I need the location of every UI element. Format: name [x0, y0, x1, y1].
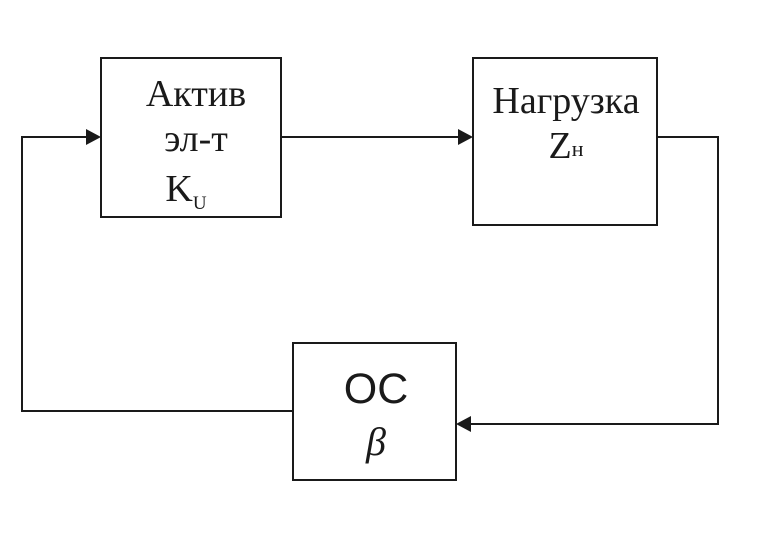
feedback-beta-symbol: β: [365, 419, 386, 464]
arrowhead-into-feedback: [456, 416, 471, 432]
feedback-block: ОС β: [292, 342, 457, 481]
active-element-box: [100, 57, 282, 218]
active-element-label-line2: эл-т: [164, 118, 228, 160]
load-impedance-symbol: Zн: [549, 125, 584, 167]
wire-load-to-feedback: [470, 136, 719, 425]
load-block: Нагрузка Zн: [472, 57, 658, 226]
feedback-box: [292, 342, 457, 481]
arrowhead-into-load: [458, 129, 473, 145]
load-label: Нагрузка: [492, 80, 639, 122]
active-element-block: Актив эл-т KU: [100, 57, 282, 218]
active-element-label-line1: Актив: [146, 73, 246, 115]
load-box: [472, 57, 658, 226]
wire-feedback-to-active: [21, 136, 293, 412]
impedance-symbol-subscript: н: [572, 136, 584, 161]
feedback-label: ОС: [344, 365, 409, 413]
arrowhead-into-active: [86, 129, 101, 145]
gain-symbol-subscript: U: [193, 193, 207, 214]
connections: [21, 129, 719, 432]
impedance-symbol-z: Z: [549, 125, 572, 167]
active-element-gain-symbol: KU: [165, 168, 206, 214]
gain-symbol-k: K: [165, 168, 193, 210]
